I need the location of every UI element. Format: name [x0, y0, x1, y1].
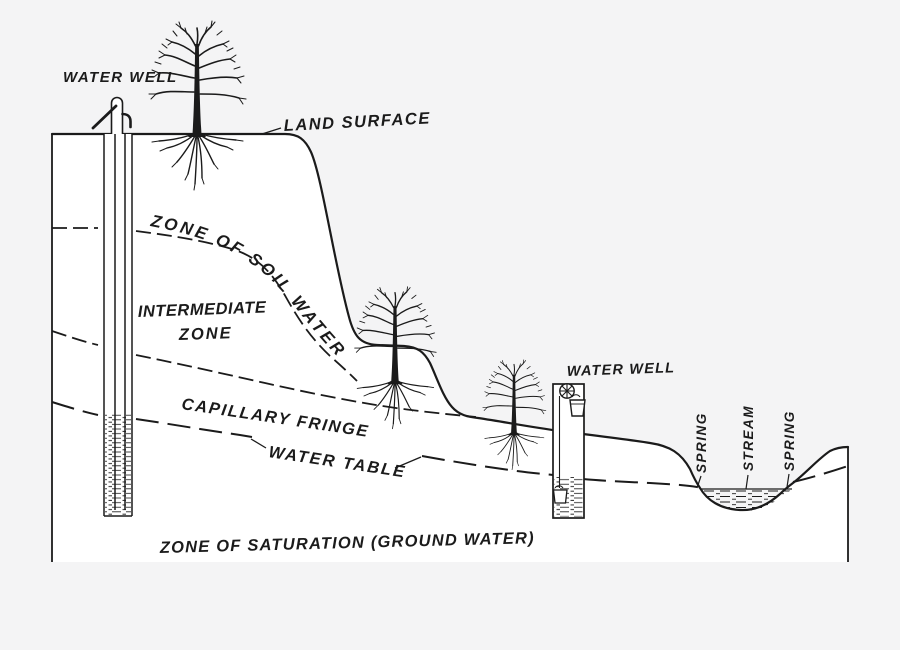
hand-pump-icon [91, 96, 132, 134]
bucket-icon [569, 394, 586, 417]
label-spring-left-group: SPRING [694, 412, 709, 489]
pulley-icon [559, 383, 575, 399]
label-water-well-right: WATER WELL [567, 360, 676, 380]
dug-well [552, 383, 586, 519]
label-stream: STREAM [741, 405, 756, 471]
land-surface-leader [261, 127, 282, 135]
capillary-fringe-top-line [51, 330, 477, 418]
stream-leader [745, 474, 749, 490]
label-spring-left: SPRING [694, 412, 709, 473]
soil-water-zone-boundary-line [52, 227, 358, 382]
spring-right-leader [786, 473, 790, 488]
label-spring-right-group: SPRING [782, 410, 797, 488]
label-water-well-left: WATER WELL [63, 69, 178, 86]
label-intermediate-zone: ZONE [178, 324, 233, 344]
label-spring-right: SPRING [782, 410, 797, 471]
label-stream-group: STREAM [741, 405, 756, 490]
hand-pump-well [91, 96, 133, 517]
water-table-leader-left [250, 438, 267, 449]
water-bucket-icon [552, 485, 568, 504]
label-intermediate: INTERMEDIATE [138, 299, 268, 321]
water-table-leader-right [394, 456, 422, 469]
cross-section-body [52, 134, 848, 562]
spring-left-leader [696, 475, 702, 489]
